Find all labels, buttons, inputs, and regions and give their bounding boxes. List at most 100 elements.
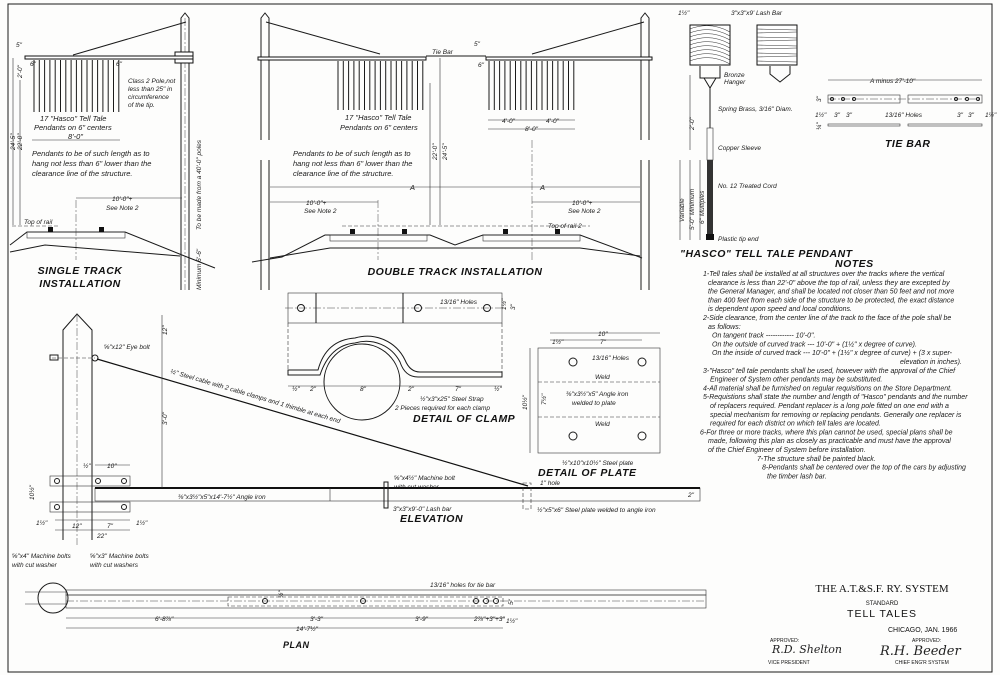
rail	[99, 227, 104, 232]
dim: 2'-0"	[689, 116, 696, 131]
dim: A minus 27'-10"	[869, 78, 916, 85]
lash-bar-right	[485, 56, 653, 61]
dim: 5"	[508, 598, 515, 605]
notes-title: NOTES	[835, 258, 874, 270]
label: See Note 2	[106, 205, 139, 212]
lash-bar-side	[756, 24, 798, 66]
wood-grain	[756, 47, 798, 50]
label: 13/16" Holes	[592, 355, 630, 362]
dim: 7"	[107, 523, 114, 530]
label: STANDARD	[866, 601, 899, 607]
label: with cut washer	[394, 484, 440, 491]
label: Top of rail 2	[548, 223, 582, 230]
pole-outline	[323, 343, 401, 421]
note-line: made, following this plan as closely as …	[708, 438, 951, 445]
dim: 6'-8⅞"	[155, 616, 174, 623]
note-line: the timber lash bar.	[767, 473, 827, 480]
dim: 7"	[600, 339, 607, 346]
label: Weld	[595, 374, 610, 381]
dim: 3"	[834, 112, 841, 119]
dim: 4'-0"	[502, 118, 516, 125]
label: Weld	[595, 421, 610, 428]
dim: ½"	[292, 385, 300, 393]
note-line: On the outside of curved track --- 10'-0…	[712, 340, 917, 348]
dim: 8"	[360, 386, 367, 393]
label: ⅝"x4" Machine bolts	[12, 553, 72, 560]
label: Tie Bar	[432, 49, 454, 56]
dim: 14'-7½"	[296, 625, 319, 633]
note-line: 6-For three or more tracks, where this p…	[700, 429, 953, 436]
dim: 10½"	[521, 394, 529, 410]
view-title: ELEVATION	[400, 513, 463, 525]
bronze-hanger	[699, 66, 721, 89]
wood-grain	[689, 49, 731, 57]
single-track-installation: 5" 6" 6" 2'-0" 22'-0" 24'-5" 17 "Hasco" …	[9, 12, 216, 290]
dim: 7½"	[540, 393, 548, 405]
note-line: the General Manager, and shall be locate…	[708, 289, 954, 296]
dim: 2"	[687, 492, 695, 499]
dim: ½"	[83, 462, 91, 470]
note-line: On tangent track ------------ 10'-0".	[712, 333, 815, 340]
label: 13/16" Holes	[885, 112, 923, 119]
dim: 1½"	[552, 338, 564, 346]
title-block: THE A.T.&S.F. RY. SYSTEM STANDARD TELL T…	[768, 583, 961, 666]
label: VICE PRESIDENT	[768, 660, 810, 666]
wood-grain	[689, 41, 731, 49]
date: CHICAGO, JAN. 1966	[888, 627, 957, 634]
pole-section	[37, 582, 69, 614]
label: Spring Brass, 3/16" Diam.	[718, 106, 793, 113]
label: Minimum 6'-6"	[196, 248, 203, 290]
label: ⅜"x3½"x5" Angle iron	[566, 390, 629, 398]
dim: 10'-0"+	[572, 200, 593, 207]
label: Pendants to be of such length as to	[32, 149, 150, 158]
note-line: special mechanism for removing or replac…	[710, 412, 962, 419]
pole-left	[260, 12, 270, 140]
dim: A	[409, 183, 415, 192]
view-title: SINGLE TRACK	[38, 265, 124, 277]
label: See Note 2	[568, 208, 601, 215]
dim: 3"	[816, 95, 823, 102]
label: ⅝"x3" Machine bolts	[90, 553, 150, 560]
label: ⅝"x4½" Machine bolt	[394, 474, 456, 482]
detail-of-plate: 10" 1½" 7" 13/16" Holes Weld ⅜"x3½"x5" A…	[521, 331, 661, 479]
wood-grain	[689, 25, 731, 33]
dim: 7"	[455, 386, 462, 393]
wood-grain	[689, 45, 731, 53]
note-line: On the inside of curved track --- 10'-0"…	[712, 349, 953, 357]
label: clearance line of the structure.	[293, 169, 393, 178]
wood-grain	[689, 29, 731, 37]
wood-grain	[689, 57, 731, 65]
signature: R.D. Shelton	[771, 643, 842, 656]
label: CHIEF ENG'R SYSTEM	[895, 660, 949, 666]
pole	[180, 12, 190, 290]
dim: 3'-3"	[310, 616, 324, 623]
dim: 1½"	[985, 111, 997, 119]
note-line: of replacers required. Pendant replacer …	[710, 403, 949, 410]
dim: 22'-0"	[17, 133, 24, 151]
label: ½"x3"x25" Steel Strap	[420, 395, 484, 403]
note-line: 5-Requistions shall state the number and…	[703, 394, 968, 401]
dim: 2"	[407, 386, 415, 393]
dim: 1½"	[36, 519, 48, 527]
dim: 3"	[968, 112, 975, 119]
label: 3"x3"x9' Lash Bar	[731, 10, 783, 17]
note-line: Engineer of System other pendants may be…	[710, 377, 882, 384]
label: APPROVED:	[912, 638, 941, 644]
label: of the tip.	[128, 102, 155, 109]
label: with cut washer	[12, 562, 58, 569]
note-line: than 400 feet from each side of the stru…	[708, 297, 954, 304]
dim: ½"	[277, 590, 285, 598]
plan-view: ⅝"x4" Machine bolts with cut washer ⅝"x3…	[12, 553, 707, 650]
label: Top of rail	[24, 219, 53, 226]
label: ½" Steel cable with 2 cable clamps and 1…	[169, 367, 341, 425]
lash-bar	[227, 596, 504, 607]
wood-grain	[756, 44, 798, 47]
dim: 2⅞"+3"+3"	[473, 616, 505, 623]
dim: 24'-5"	[442, 143, 449, 161]
note-line: 3-"Hasco" tell tale pendants shall be us…	[703, 368, 956, 375]
note-line: required for each district on which tell…	[710, 421, 881, 428]
note-line: 8-Pendants shall be centered over the to…	[762, 465, 966, 472]
note-line: 7-The structure shall be painted black.	[757, 456, 876, 463]
note-line: as follows:	[708, 324, 741, 331]
